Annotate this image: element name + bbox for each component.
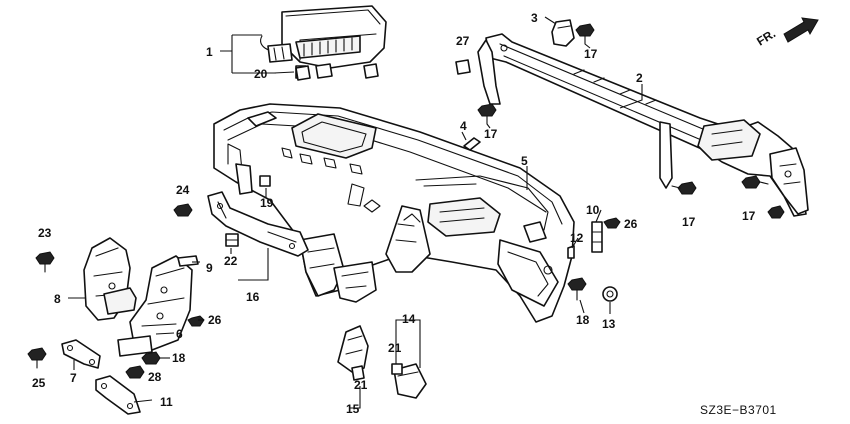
bolt-17-c — [671, 181, 697, 195]
bolt-17-b — [477, 103, 497, 125]
bolt-23 — [35, 251, 55, 273]
bracket-3 — [551, 19, 575, 47]
bracket-6 — [117, 255, 193, 357]
stay-11 — [95, 375, 141, 415]
front-direction-arrow-icon — [783, 17, 819, 43]
callout-26-b: 26 — [208, 313, 222, 327]
callout-1: 1 — [206, 45, 213, 59]
callout-16: 16 — [246, 290, 260, 304]
callout-12: 12 — [570, 231, 584, 245]
callout-19: 19 — [260, 196, 274, 210]
leader-lines — [68, 16, 643, 409]
callout-20: 20 — [254, 67, 268, 81]
airbag-module — [260, 5, 387, 79]
callout-11: 11 — [160, 395, 173, 409]
callout-14: 14 — [402, 312, 416, 326]
callout-21-b: 21 — [354, 378, 368, 392]
callout-17-c: 17 — [682, 215, 696, 229]
bolt-18-b — [141, 351, 161, 365]
callout-28: 28 — [148, 370, 162, 384]
callout-13: 13 — [602, 317, 616, 331]
callout-23: 23 — [38, 226, 52, 240]
bolt-26-a — [603, 217, 621, 229]
bracket-16 — [207, 191, 309, 257]
callout-15: 15 — [346, 402, 360, 416]
callout-labels: 1 2 3 4 5 6 7 8 9 10 11 12 13 14 15 16 1… — [32, 11, 756, 416]
bolt-17-a — [575, 23, 595, 45]
callout-17-d: 17 — [742, 209, 756, 223]
callout-22: 22 — [224, 254, 238, 268]
callout-2: 2 — [636, 71, 643, 85]
bolt-17-d — [741, 175, 769, 189]
bolts — [27, 23, 785, 379]
callout-18-b: 18 — [172, 351, 186, 365]
bolt-28 — [125, 365, 145, 379]
front-indicator: FR. — [754, 17, 819, 49]
callout-25: 25 — [32, 376, 46, 390]
front-label: FR. — [754, 26, 778, 48]
stay-7 — [61, 339, 101, 369]
callout-7: 7 — [70, 371, 77, 385]
diagram-code: SZ3E−B3701 — [700, 403, 777, 417]
steering-hanger-beam — [477, 33, 809, 217]
callout-3: 3 — [531, 11, 538, 25]
callout-10: 10 — [586, 203, 600, 217]
callout-18-a: 18 — [576, 313, 590, 327]
callout-17-b: 17 — [484, 127, 498, 141]
bracket-8 — [83, 237, 137, 321]
instrument-panel — [213, 103, 575, 323]
bolt-24 — [173, 203, 193, 217]
callout-5: 5 — [521, 154, 528, 168]
bracket-15 — [337, 325, 369, 373]
bolt-18-a — [567, 277, 587, 301]
callout-21-a: 21 — [388, 341, 402, 355]
callout-26-a: 26 — [624, 217, 638, 231]
fasteners — [177, 59, 618, 381]
callout-8: 8 — [54, 292, 61, 306]
callout-27: 27 — [456, 34, 470, 48]
callout-9: 9 — [206, 261, 213, 275]
bolt-17-e — [767, 205, 785, 219]
callout-24: 24 — [176, 183, 190, 197]
bolt-25 — [27, 347, 47, 369]
callout-4: 4 — [460, 119, 467, 133]
bolt-26-b — [187, 315, 205, 327]
callout-6: 6 — [176, 327, 183, 341]
callout-17-a: 17 — [584, 47, 598, 61]
